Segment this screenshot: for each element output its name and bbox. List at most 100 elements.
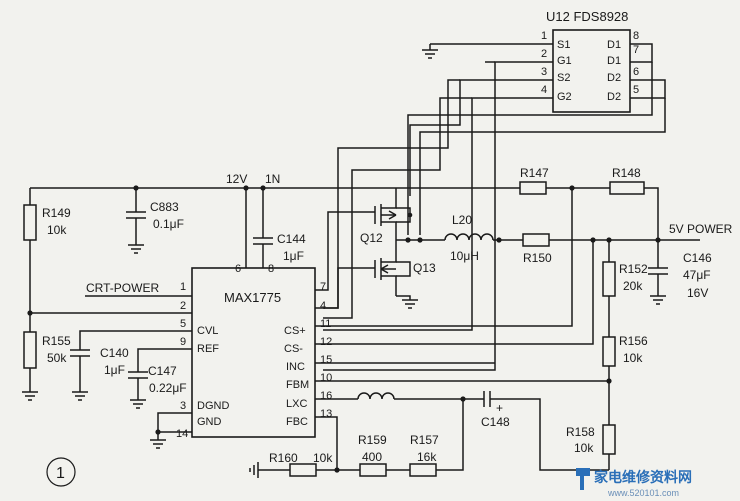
u12-left-pin-numbers: 1 2 3 4 (541, 30, 547, 96)
u12-pin-8: 8 (633, 30, 639, 42)
max-pin-14: 14 (176, 428, 188, 440)
inductor-lxc (357, 392, 395, 400)
max1775-body (191, 267, 316, 438)
max1775-chip: MAX1775 6 8 1 2 5 9 3 14 CVL REF DGND GN… (176, 188, 332, 440)
junction-dot (496, 237, 502, 243)
wire-r148-out (644, 187, 659, 240)
u12-name-s2: S2 (557, 72, 570, 84)
max-name-lxc: LXC (286, 398, 307, 410)
wire-s2-branch-pin4 (323, 61, 495, 309)
r158-ref: R158 (566, 425, 595, 439)
max-pin-15: 15 (320, 354, 332, 366)
wire-d1-down (407, 62, 653, 235)
u12-chip: U12 FDS8928 1 2 3 4 S1 G1 S2 G2 8 7 6 5 … (422, 9, 666, 113)
max-pin-1: 1 (180, 281, 186, 293)
max1775-title: MAX1775 (224, 290, 281, 305)
watermark-text: 家电维修资料网 (594, 469, 692, 485)
u12-right-pin-numbers: 8 7 6 5 (633, 30, 639, 96)
inductor-l20 (444, 233, 494, 241)
u12-left-pin-names: S1 G1 S2 G2 (557, 39, 572, 103)
ground-icon (402, 299, 418, 309)
c883-value: 0.1μF (153, 217, 184, 231)
max-pin-4: 4 (320, 300, 326, 312)
max-pin-5: 5 (180, 318, 186, 330)
max-pin-9: 9 (180, 336, 186, 348)
r152-value: 20k (623, 279, 643, 293)
u12-name-d1b: D1 (607, 55, 621, 67)
max-pin-2: 2 (180, 300, 186, 312)
net-label-5v-power: 5V POWER (669, 222, 733, 236)
ground-icon (72, 391, 88, 401)
capacitor-c146 (648, 240, 668, 296)
r156-ref: R156 (619, 334, 648, 348)
c146-rating: 16V (687, 286, 708, 300)
resistor-r150 (522, 233, 550, 247)
watermark-logo-icon (576, 468, 590, 490)
mosfet-q12 (374, 188, 413, 240)
u12-pin-3: 3 (541, 66, 547, 78)
u12-right-pin-stubs (630, 43, 666, 99)
r157-ref: R157 (410, 433, 439, 447)
q12-label: Q12 (360, 231, 383, 245)
max-name-ref: REF (197, 343, 219, 355)
r150-ref: R150 (523, 251, 552, 265)
r155-ref: R155 (42, 334, 71, 348)
wire-g2-to-pin12 (323, 97, 535, 331)
u12-name-d2b: D2 (607, 91, 621, 103)
max-name-dgnd: DGND (197, 400, 229, 412)
r158-value: 10k (574, 441, 594, 455)
ground-icon (150, 439, 166, 449)
mosfet-q13 (374, 240, 411, 296)
u12-right-pin-names: D1 D1 D2 D2 (607, 39, 621, 103)
u12-pin-6: 6 (633, 66, 639, 78)
max-pin-8: 8 (268, 263, 274, 275)
max-name-fbm: FBM (286, 379, 309, 391)
r148-ref: R148 (612, 166, 641, 180)
c147-value: 0.22μF (149, 381, 187, 395)
max-pin-10: 10 (320, 372, 332, 384)
junction-dot (155, 429, 161, 435)
max-pin-12: 12 (320, 336, 332, 348)
resistor-r156 (602, 336, 616, 367)
max-name-cs-minus: CS- (284, 343, 303, 355)
ground-icon (128, 244, 144, 254)
max-name-fbc: FBC (286, 416, 308, 428)
u12-pin-4: 4 (541, 84, 547, 96)
r156-value: 10k (623, 351, 643, 365)
resistor-r147 (519, 181, 547, 195)
resistor-r149 (23, 204, 37, 241)
c140-value: 1μF (104, 363, 125, 377)
c147-ref: C147 (148, 364, 177, 378)
c148-plus: + (496, 401, 503, 415)
r149-value: 10k (47, 223, 67, 237)
figure-number-circle (46, 457, 76, 487)
max-name-cs-plus: CS+ (284, 325, 306, 337)
u12-name-s1: S1 (557, 39, 570, 51)
r159-ref: R159 (358, 433, 387, 447)
c146-value: 47μF (683, 268, 711, 282)
max-pin-13: 13 (320, 408, 332, 420)
max-pin-3: 3 (180, 400, 186, 412)
u12-name-g1: G1 (557, 55, 572, 67)
capacitor-c144 (253, 188, 273, 268)
max-pin-11: 11 (320, 318, 331, 330)
max-pin-7: 7 (320, 281, 326, 293)
u12-name-g2: G2 (557, 91, 572, 103)
r160-value: 10k (313, 451, 333, 465)
capacitor-c140 (70, 330, 192, 392)
r149-ref: R149 (42, 206, 71, 220)
wire-pin2 (29, 300, 192, 314)
watermark-url: www.520101.com (607, 488, 679, 498)
r160-ref: R160 (269, 451, 298, 465)
resistor-r152 (602, 261, 616, 297)
u12-name-d2a: D2 (607, 72, 621, 84)
junction-dot (606, 378, 612, 384)
u12-name-d1a: D1 (607, 39, 621, 51)
capacitor-c147 (128, 348, 192, 400)
u12-pin-1: 1 (541, 30, 547, 42)
c146-ref: C146 (683, 251, 712, 265)
u12-body (552, 29, 631, 113)
r159-value: 400 (362, 450, 382, 464)
wire-pin7-q12-gate (315, 211, 375, 291)
